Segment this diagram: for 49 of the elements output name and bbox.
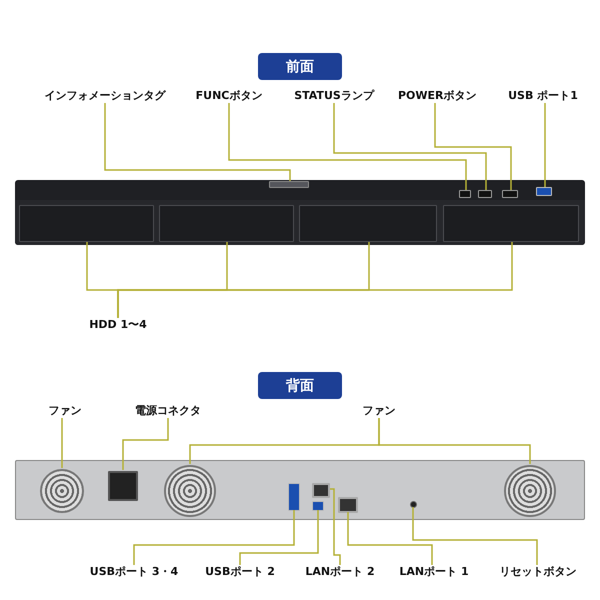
- fan: [504, 465, 556, 517]
- lan-port: [312, 483, 330, 498]
- panel-button: [459, 190, 471, 198]
- leader-line: [104, 103, 291, 181]
- drive-bay: [19, 205, 154, 242]
- leader-line: [434, 103, 512, 190]
- usb-port: [312, 501, 324, 511]
- callout-label: リセットボタン: [490, 565, 586, 579]
- fan: [164, 465, 216, 517]
- lan-port: [338, 497, 358, 513]
- callout-label: USBポート 2: [200, 565, 280, 579]
- callout-label: LANポート 2: [296, 565, 384, 579]
- leader-line: [412, 507, 538, 565]
- front-panel-drawing: [15, 180, 585, 245]
- status-lamp: [478, 190, 492, 198]
- drive-bay: [159, 205, 294, 242]
- callout-label: インフォメーションタグ: [30, 89, 180, 103]
- leader-line: [333, 103, 487, 190]
- callout-label: ファン: [358, 404, 400, 418]
- leader-line: [61, 418, 63, 468]
- usb-port: [288, 483, 300, 511]
- callout-label: FUNCボタン: [192, 89, 266, 103]
- callout-label: USB ポート1: [503, 89, 583, 103]
- callout-label: ファン: [44, 404, 86, 418]
- leader-line: [378, 418, 531, 464]
- leader-line: [330, 488, 341, 565]
- information-tag: [269, 181, 309, 188]
- leader-line: [133, 510, 295, 565]
- leader-line: [347, 512, 433, 565]
- usb-port: [536, 187, 552, 196]
- callout-label: HDD 1〜4: [82, 318, 154, 332]
- leader-line: [117, 242, 513, 318]
- panel-button: [502, 190, 518, 198]
- reset-button: [410, 501, 417, 508]
- callout-label: 電源コネクタ: [128, 404, 208, 418]
- section-badge: 前面: [258, 53, 342, 80]
- drive-bay: [299, 205, 437, 242]
- rear-panel-drawing: [15, 460, 585, 520]
- callout-label: LANポート 1: [394, 565, 474, 579]
- leader-line: [228, 103, 467, 190]
- leader-line: [239, 510, 319, 565]
- power-connector: [108, 471, 138, 501]
- section-badge: 背面: [258, 372, 342, 399]
- fan: [40, 469, 84, 513]
- leader-line: [544, 103, 546, 187]
- callout-label: USBポート 3・4: [86, 565, 182, 579]
- drive-bay: [443, 205, 579, 242]
- leader-line: [122, 418, 169, 470]
- callout-label: STATUSランプ: [288, 89, 380, 103]
